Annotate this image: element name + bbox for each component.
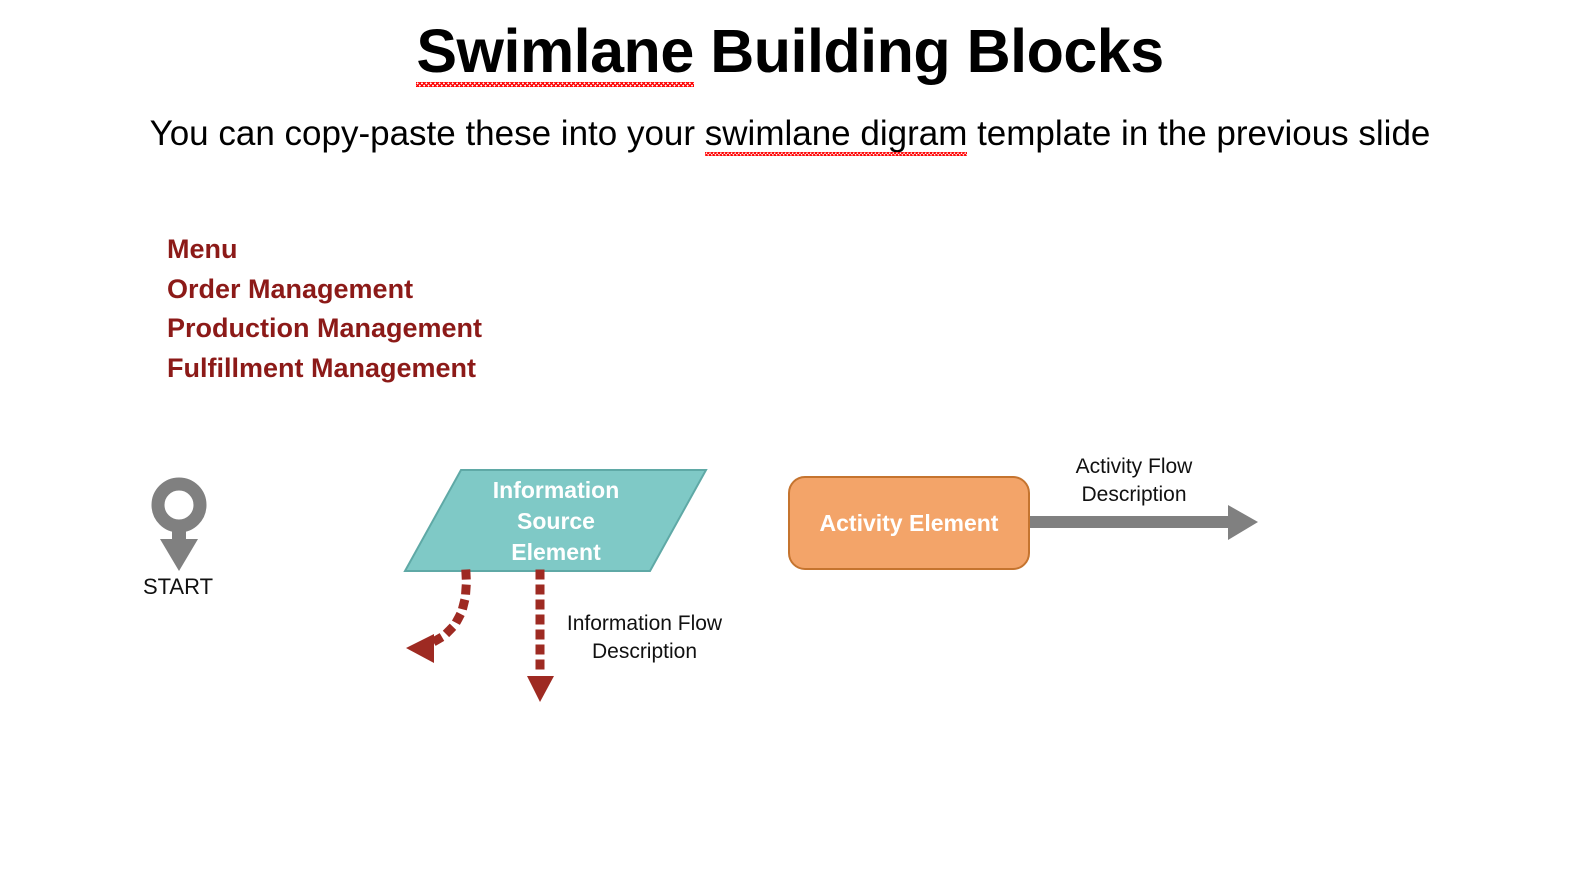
activity-flow-line-2: Description xyxy=(1081,483,1187,506)
information-flow-description-label: Information Flow Description xyxy=(552,610,737,666)
activity-flow-description-label: Activity Flow Description xyxy=(1040,453,1228,509)
activity-element-shape[interactable]: Activity Element xyxy=(788,476,1030,570)
page-title: Swimlane Building Blocks xyxy=(0,17,1580,88)
page-subtitle-after: template in the previous slide xyxy=(967,114,1431,153)
start-label: START xyxy=(142,574,214,599)
information-source-element-shape[interactable] xyxy=(403,469,708,572)
information-flow-line-1: Information Flow xyxy=(566,612,723,635)
information-flow-arrow-straight[interactable] xyxy=(527,569,554,702)
activity-flow-arrow[interactable] xyxy=(1030,505,1258,540)
page-subtitle-before: You can copy-paste these into your xyxy=(149,114,705,153)
menu-item-order-management[interactable]: Order Management xyxy=(167,273,414,304)
menu-item-menu[interactable]: Menu xyxy=(167,234,238,264)
page-subtitle-misspelled-words: swimlane digram xyxy=(704,114,968,156)
page-subtitle: You can copy-paste these into your swiml… xyxy=(0,113,1580,156)
start-circle-arrow-icon[interactable] xyxy=(151,477,207,571)
information-flow-line-2: Description xyxy=(591,640,698,663)
menu-item-fulfillment-management[interactable]: Fulfillment Management xyxy=(167,352,477,383)
activity-element-label: Activity Element xyxy=(819,509,999,536)
swimlane-menu-list: Menu Order Management Production Managem… xyxy=(167,230,482,388)
information-flow-arrow-curved[interactable] xyxy=(406,569,471,663)
menu-item-production-management[interactable]: Production Management xyxy=(167,313,483,343)
activity-flow-line-1: Activity Flow xyxy=(1075,455,1193,478)
page-title-rest: Building Blocks xyxy=(693,17,1164,85)
page-title-misspelled-word: Swimlane xyxy=(416,17,694,88)
